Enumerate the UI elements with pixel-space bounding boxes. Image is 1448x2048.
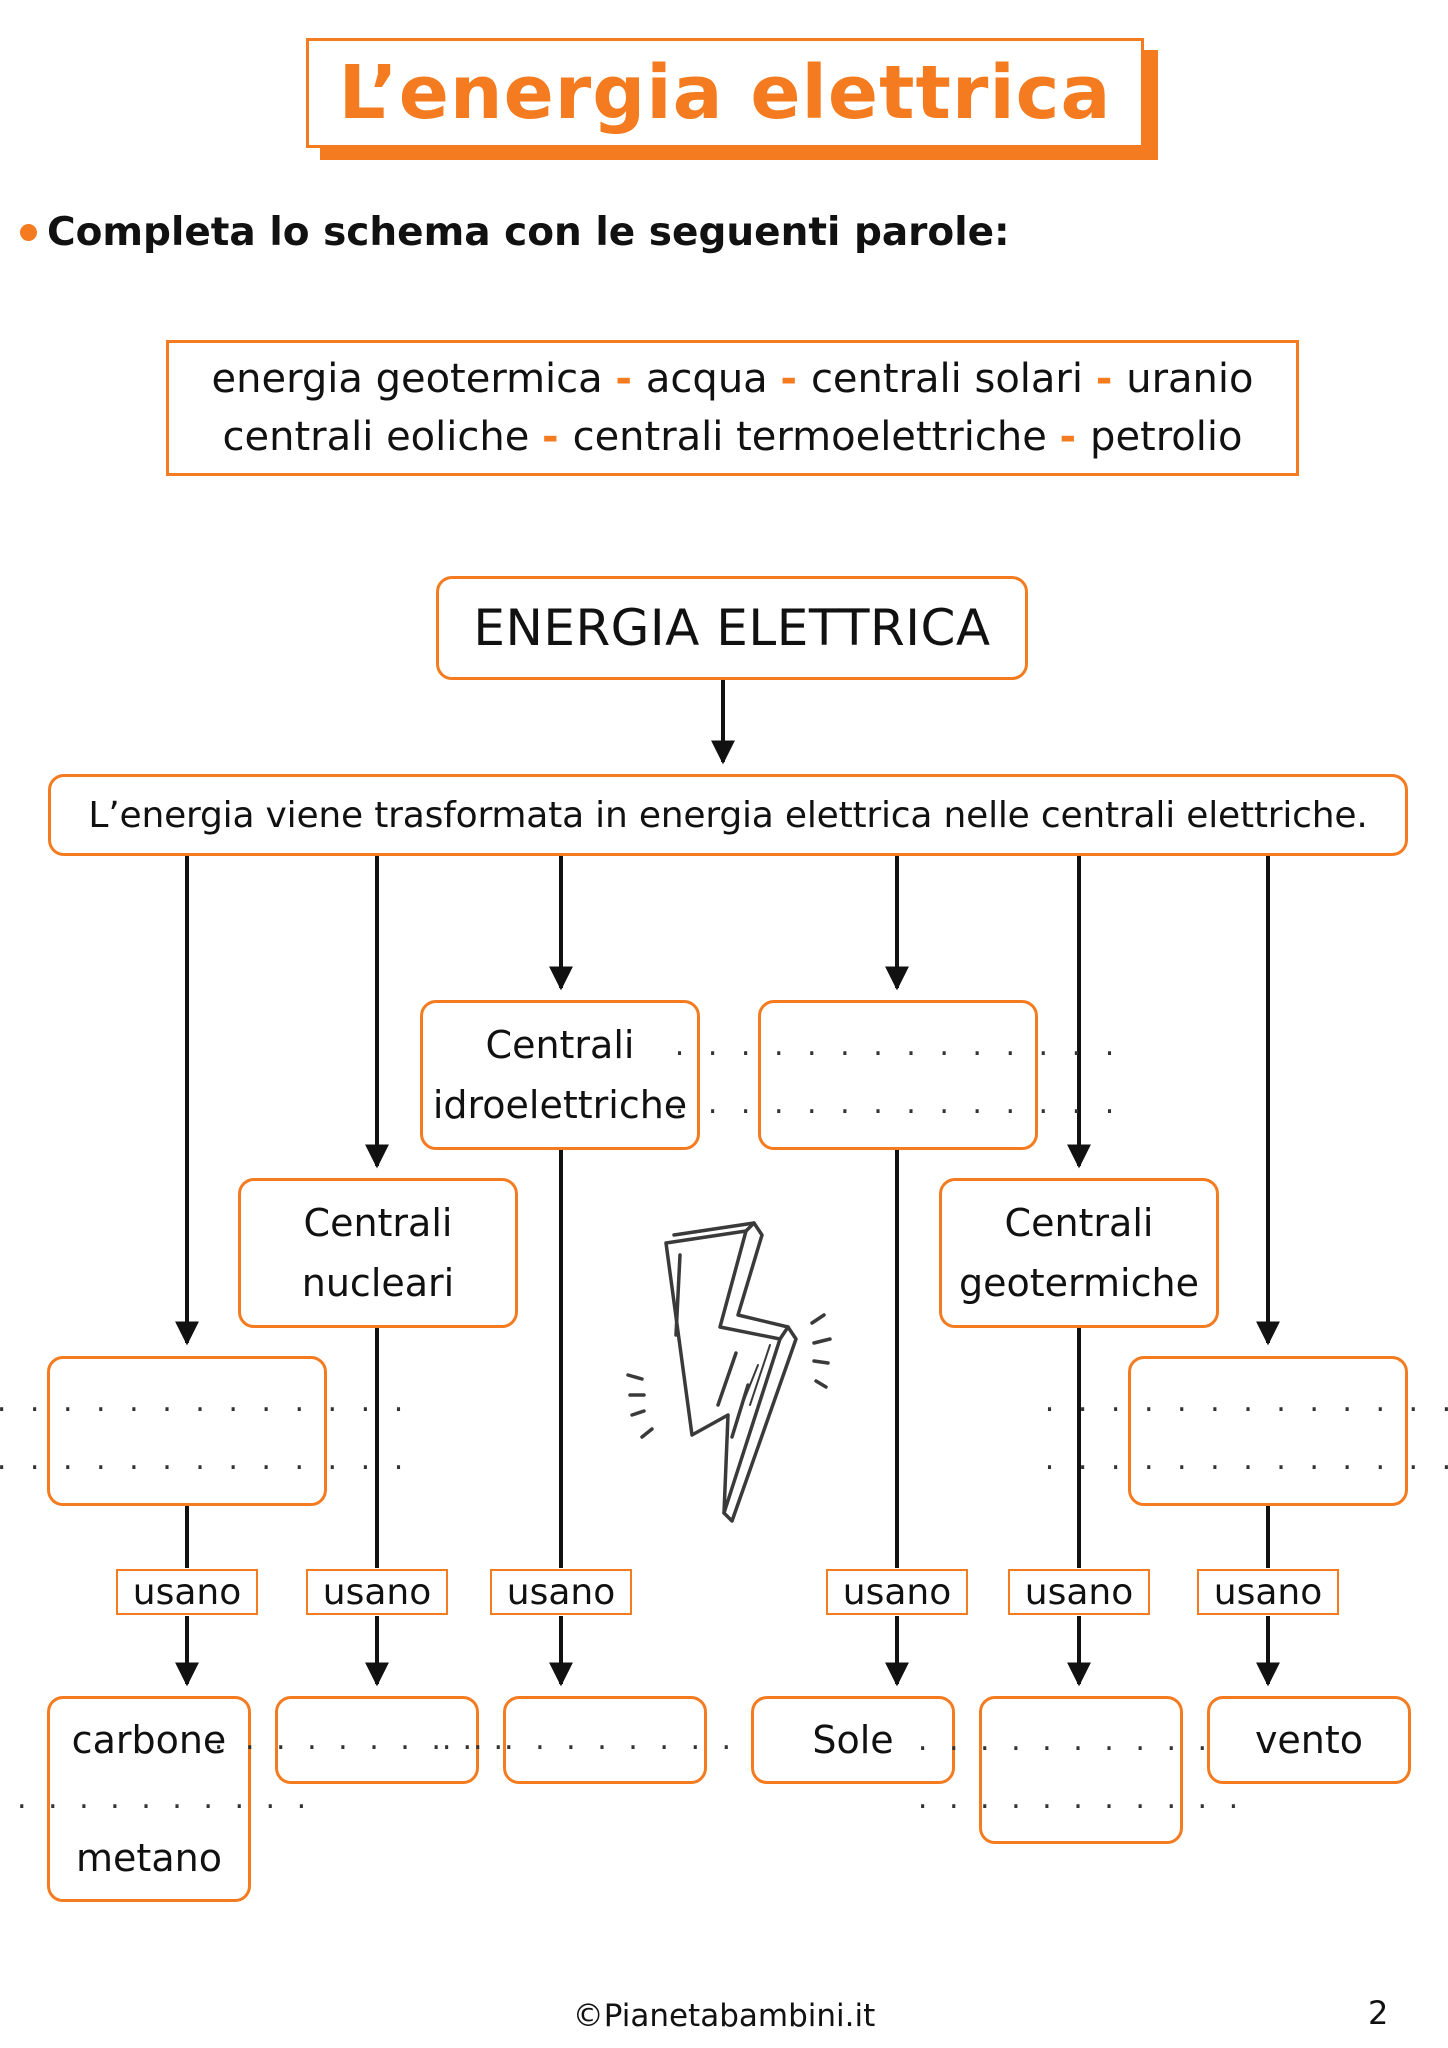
plant-solari-blank-box[interactable]: . . . . . . . . . . . . . . . . . . . . …: [675, 1000, 1114, 1150]
word-bank-line-2: centrali eoliche - centrali termoelettri…: [223, 408, 1243, 466]
plant-idro-box: Centrali idroelettriche: [420, 1000, 700, 1150]
page-title: L’energia elettrica: [338, 50, 1112, 136]
plant-termo-blank-box[interactable]: . . . . . . . . . . . . . . . . . . . . …: [0, 1356, 403, 1506]
resource-box-3[interactable]: . . . . . . . . . . .: [442, 1696, 762, 1784]
blank-dots: . . . . . . . . . . . . . .: [0, 1384, 411, 1419]
blank-dots: . . . . . . . . . . . . . .: [1044, 1442, 1448, 1477]
blank-dots: . . . . . . . . . . .: [213, 1722, 541, 1757]
blank-dots: . . . . . . . . . . . . . .: [0, 1442, 411, 1477]
footer-site[interactable]: Pianetabambini.it: [603, 1998, 876, 2034]
blank-dots: . . . . . . . . . . . . . .: [674, 1086, 1122, 1121]
plant-geo-line-2: geotermiche: [959, 1261, 1199, 1305]
plant-nucleari-line-1: Centrali: [303, 1201, 453, 1245]
usano-label: usano: [1008, 1569, 1150, 1615]
copyright-icon: ©: [572, 1998, 604, 2034]
word-uranio: uranio: [1126, 356, 1254, 402]
root-box: ENERGIA ELETTRICA: [436, 576, 1028, 680]
usano-label: usano: [306, 1569, 448, 1615]
word-separator: -: [542, 414, 573, 460]
description-box: L’energia viene trasformata in energia e…: [48, 774, 1408, 856]
plant-idro-line-1: Centrali: [485, 1023, 635, 1067]
word-centrali-termoelettriche: centrali termoelettriche: [572, 414, 1047, 460]
plant-geo-line-1: Centrali: [1004, 1201, 1154, 1245]
resource-box-4: Sole: [751, 1696, 955, 1784]
usano-label: usano: [116, 1569, 258, 1615]
description-text: L’energia viene trasformata in energia e…: [88, 794, 1368, 836]
instruction-text: Completa lo schema con le seguenti parol…: [47, 209, 1010, 255]
word-separator: -: [1059, 414, 1091, 460]
plant-eoliche-blank-box[interactable]: . . . . . . . . . . . . . . . . . . . . …: [1045, 1356, 1448, 1506]
root-label: ENERGIA ELETTRICA: [473, 599, 991, 657]
word-centrali-eoliche: centrali eoliche: [222, 414, 530, 460]
lightning-bolt-icon: [626, 1221, 832, 1523]
resource-box-6: vento: [1207, 1696, 1411, 1784]
plant-geo-box: Centrali geotermiche: [939, 1178, 1219, 1328]
word-separator: -: [615, 356, 646, 402]
usano-label: usano: [490, 1569, 632, 1615]
word-petrolio: petrolio: [1090, 414, 1243, 460]
page-number: 2: [1368, 1994, 1389, 2032]
word-separator: -: [780, 356, 811, 402]
blank-dots: . . . . . . . . . . .: [917, 1781, 1245, 1816]
blank-dots: . . . . . . . . . . .: [917, 1723, 1245, 1758]
usano-label: usano: [1197, 1569, 1339, 1615]
plant-nucleari-line-2: nucleari: [301, 1261, 455, 1305]
blank-dots: . . . . . . . . . . . . . .: [1044, 1384, 1448, 1419]
word-geotermica: energia geotermica: [211, 356, 603, 402]
resource-carbone: carbone: [71, 1718, 227, 1762]
blank-dots: . . . . . . . . . . .: [441, 1722, 769, 1757]
word-bank: energia geotermica - acqua - centrali so…: [166, 340, 1299, 476]
title-box: L’energia elettrica: [306, 38, 1144, 148]
resource-box-1: carbone . . . . . . . . . . . metano: [0, 1696, 306, 1902]
plant-nucleari-box: Centrali nucleari: [238, 1178, 518, 1328]
blank-dots[interactable]: . . . . . . . . . . .: [0, 1781, 313, 1816]
word-centrali-solari: centrali solari: [810, 356, 1083, 402]
resource-box-5[interactable]: . . . . . . . . . . . . . . . . . . . . …: [918, 1696, 1238, 1844]
resource-sole: Sole: [812, 1718, 894, 1762]
resource-vento: vento: [1254, 1718, 1364, 1762]
bullet-icon: [20, 223, 37, 241]
word-acqua: acqua: [645, 356, 768, 402]
usano-label: usano: [826, 1569, 968, 1615]
footer: ©Pianetabambini.it: [0, 1998, 1448, 2034]
blank-dots: . . . . . . . . . . . . . .: [674, 1028, 1122, 1063]
resource-metano: metano: [76, 1836, 222, 1880]
word-separator: -: [1095, 356, 1127, 402]
resource-box-2[interactable]: . . . . . . . . . . .: [214, 1696, 534, 1784]
instruction: Completa lo schema con le seguenti parol…: [20, 204, 1010, 260]
plant-idro-line-2: idroelettriche: [432, 1083, 688, 1127]
word-bank-line-1: energia geotermica - acqua - centrali so…: [212, 350, 1254, 408]
